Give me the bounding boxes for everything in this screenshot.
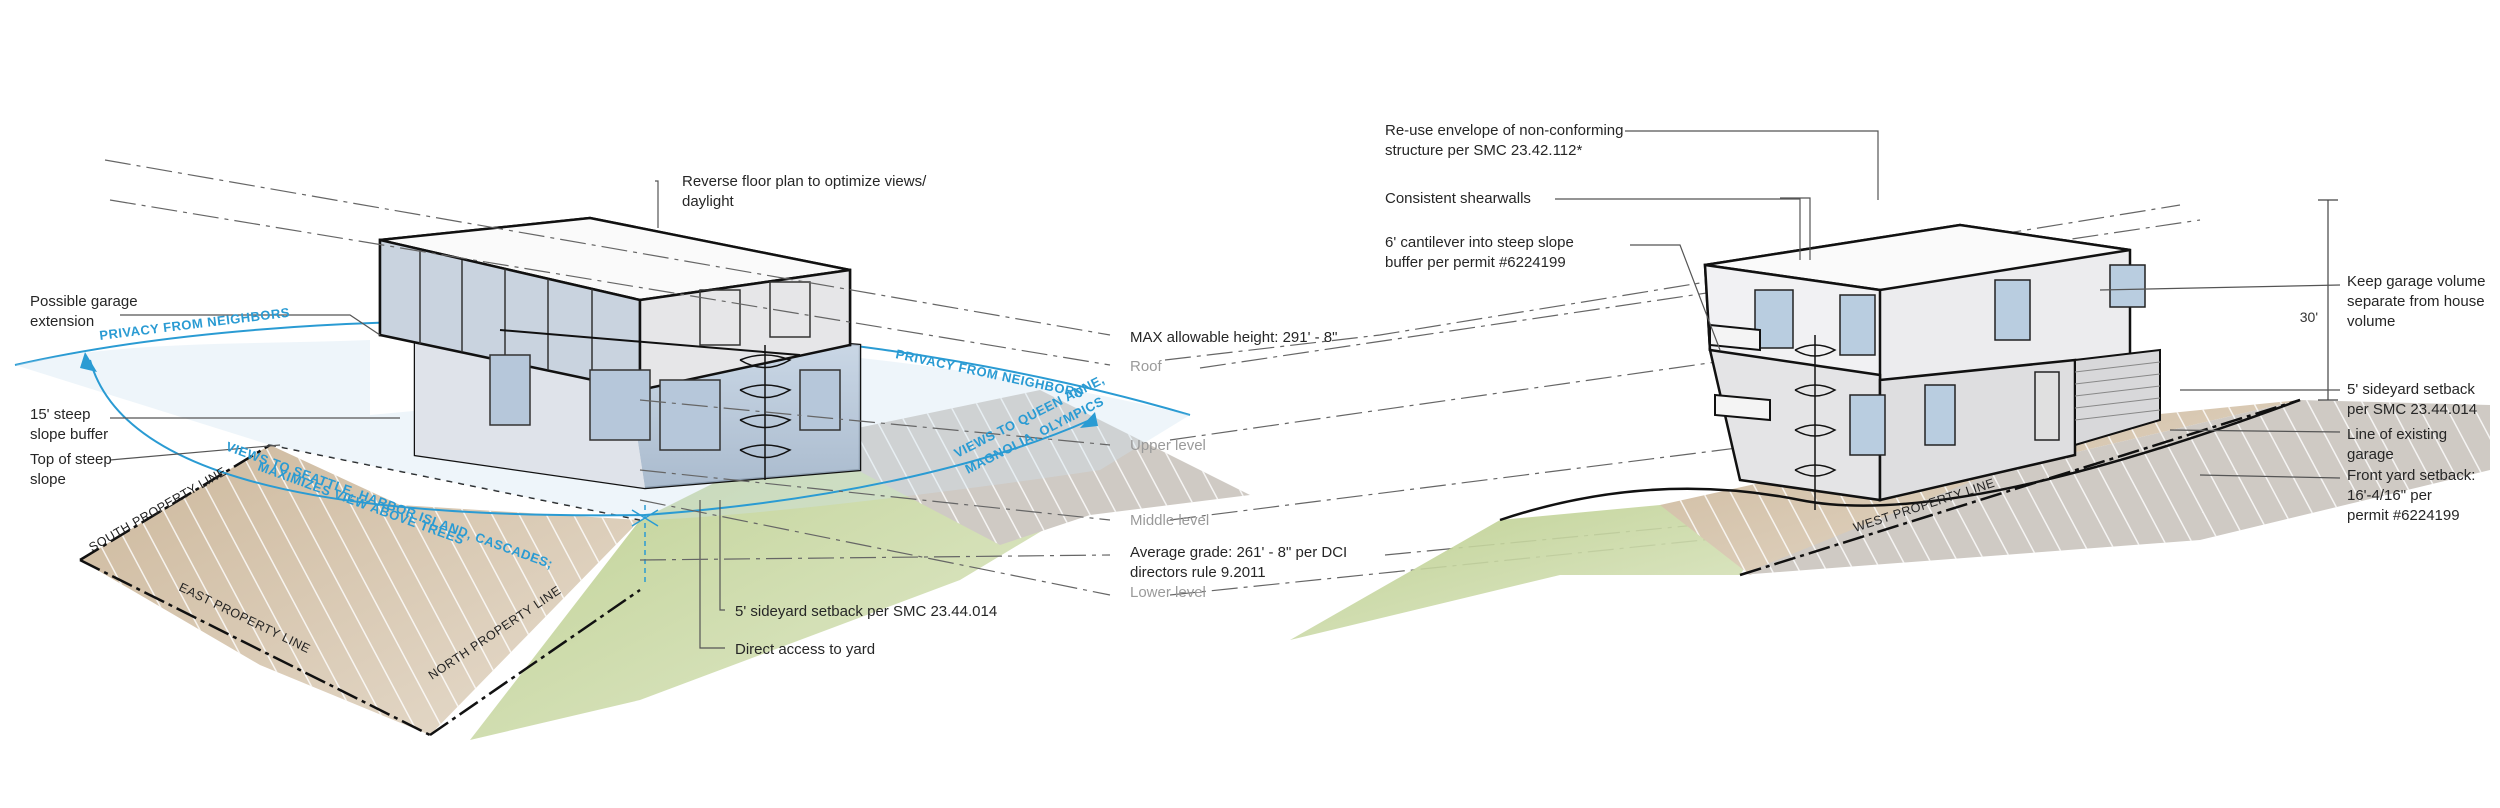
front-yard-line1: Front yard setback: [2347,467,2476,484]
dimension-30-label: 30' [2300,309,2318,325]
sideyard-right-line2: per SMC 23.44.014 [2347,401,2478,418]
slope-buffer-annotation: 15' steep slope buffer [30,405,108,445]
existing-garage-line2: garage [2347,446,2394,463]
front-yard-annotation: Front yard setback: 16'-4/16" per permit… [2347,466,2475,526]
upper-label: Upper level [1130,437,1206,454]
garage-ext-line2: extension [30,313,95,330]
roof-label: Roof [1130,358,1162,375]
right-ground-green [1290,500,1790,640]
avg-grade-line1: Average grade: 261' - 8" per DCI [1130,544,1348,561]
sideyard-left-line: 5' sideyard setback per SMC 23.44.014 [735,603,998,620]
yard-access-annotation: Direct access to yard [735,640,875,660]
slope-buffer-line1: 15' steep [30,406,91,423]
garage-volume-annotation: Keep garage volume separate from house v… [2347,272,2485,332]
left-ground-green [470,440,1060,740]
roof-level-label: Roof [1130,357,1162,377]
middle-level-label: Middle level [1130,511,1209,531]
reverse-floor-line2: daylight [682,193,734,210]
average-grade-annotation: Average grade: 261' - 8" per DCI directo… [1130,543,1347,583]
left-site-diagram [14,180,1250,740]
reuse-envelope-annotation: Re-use envelope of non-conforming struct… [1385,121,1623,161]
steep-top-line2: slope [30,471,66,488]
right-site-diagram [1290,130,2490,640]
steep-top-annotation: Top of steep slope [30,450,112,490]
max-height-annotation: MAX allowable height: 291' - 8" [1130,328,1337,348]
sideyard-right-annotation: 5' sideyard setback per SMC 23.44.014 [2347,380,2477,420]
reverse-floor-annotation: Reverse floor plan to optimize views/ da… [682,172,926,212]
existing-garage-line1: Line of existing [2347,426,2448,443]
garage-volume-line3: volume [2347,313,2396,330]
yard-access-line: Direct access to yard [735,641,876,658]
garage-volume-line1: Keep garage volume [2347,273,2486,290]
front-yard-line3: permit #6224199 [2347,507,2460,524]
garage-ext-line1: Possible garage [30,293,138,310]
max-height-line: MAX allowable height: 291' - 8" [1130,329,1338,346]
garage-extension-annotation: Possible garage extension [30,292,138,332]
sideyard-left-annotation: 5' sideyard setback per SMC 23.44.014 [735,602,997,622]
cantilever-line1: 6' cantilever into steep slope [1385,234,1574,251]
middle-label: Middle level [1130,512,1210,529]
slope-buffer-line2: slope buffer [30,426,109,443]
avg-grade-line2: directors rule 9.2011 [1130,564,1266,581]
sideyard-right-line1: 5' sideyard setback [2347,381,2475,398]
existing-garage-annotation: Line of existing garage [2347,425,2447,465]
lower-label: Lower level [1130,584,1206,601]
shearwalls-line: Consistent shearwalls [1385,190,1531,207]
garage-volume-line2: separate from house [2347,293,2485,310]
lower-level-label: Lower level [1130,583,1206,603]
cantilever-line2: buffer per permit #6224199 [1385,254,1566,271]
upper-level-label: Upper level [1130,436,1206,456]
reuse-line1: Re-use envelope of non-conforming [1385,122,1624,139]
right-garage [2074,348,2161,447]
reverse-floor-line1: Reverse floor plan to optimize views/ [682,173,927,190]
shearwalls-annotation: Consistent shearwalls [1385,189,1531,209]
steep-top-line1: Top of steep [30,451,112,468]
cantilever-annotation: 6' cantilever into steep slope buffer pe… [1385,233,1574,273]
front-yard-line2: 16'-4/16" per [2347,487,2432,504]
reuse-line2: structure per SMC 23.42.112* [1385,142,1583,159]
